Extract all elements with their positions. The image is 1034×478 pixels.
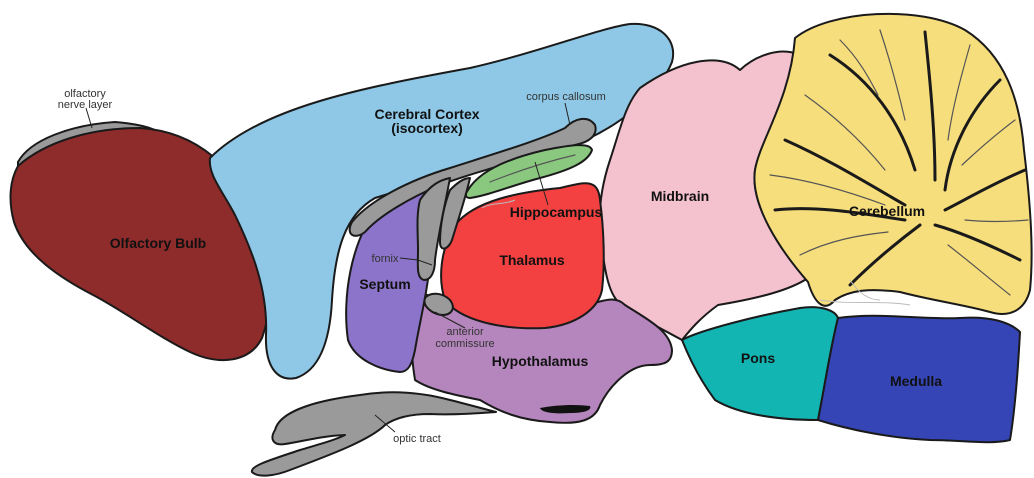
- hippocampus-label: Hippocampus: [510, 204, 603, 220]
- anterior-commissure-label: commissure: [435, 338, 494, 350]
- cerebellum-region: [754, 14, 1031, 314]
- midbrain-label: Midbrain: [651, 188, 709, 204]
- optic-tract-label: optic tract: [393, 433, 441, 445]
- optic-tract-region: [252, 392, 496, 475]
- cerebellum-label: Cerebellum: [849, 203, 925, 219]
- olfactory-nerve-layer-label: nerve layer: [58, 99, 113, 111]
- fornix-label: fornix: [372, 253, 399, 265]
- hypothalamus-label: Hypothalamus: [492, 353, 589, 369]
- medulla-label: Medulla: [890, 373, 942, 389]
- thalamus-label: Thalamus: [499, 252, 565, 268]
- pons-label: Pons: [741, 350, 775, 366]
- septum-label: Septum: [359, 276, 410, 292]
- cerebral-cortex-label: (isocortex): [391, 120, 463, 136]
- olfactory-bulb-label: Olfactory Bulb: [110, 235, 206, 251]
- corpus-callosum-label: corpus callosum: [526, 91, 605, 103]
- anterior-commissure-label: anterior: [446, 326, 484, 338]
